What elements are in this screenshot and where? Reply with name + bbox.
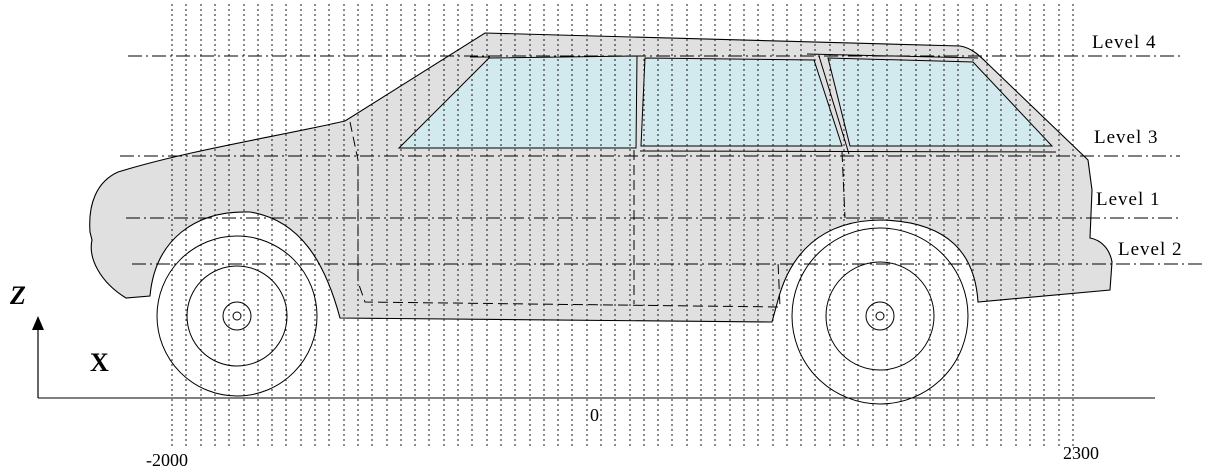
level-3-label: Level 3 [1094, 127, 1159, 148]
pillar [818, 55, 850, 155]
window-sill [639, 150, 1057, 153]
front-wheel [791, 227, 969, 405]
vertical-grid [171, 4, 1074, 448]
z-axis-label: Z [9, 281, 26, 310]
door-outline [841, 151, 846, 219]
tick-label-left: -2000 [146, 450, 188, 470]
rear-wheel [156, 235, 318, 397]
level-1-label: Level 1 [1096, 189, 1161, 210]
z-axis-arrowhead [32, 316, 44, 330]
pillar [806, 53, 979, 59]
tick-label-zero: 0 [590, 405, 599, 425]
level-4-label: Level 4 [1092, 32, 1157, 53]
tick-label-right: 2300 [1063, 443, 1099, 463]
quarter-window [827, 57, 1054, 147]
x-axis-label: X [90, 348, 109, 377]
front-door-window [640, 57, 843, 147]
door-outline [349, 121, 781, 308]
level-2-label: Level 2 [1118, 239, 1183, 260]
